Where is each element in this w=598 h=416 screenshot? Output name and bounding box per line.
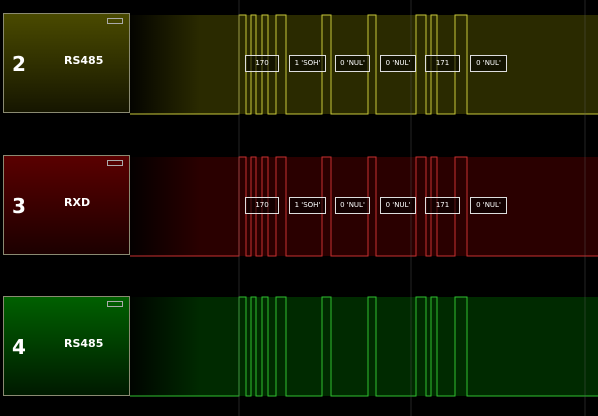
decoded-byte[interactable]: 0 'NUL': [470, 55, 507, 72]
decoded-byte[interactable]: 0 'NUL': [380, 55, 416, 72]
channel-name: RS485: [64, 337, 104, 350]
decoded-byte[interactable]: 0 'NUL': [335, 197, 370, 214]
decoded-byte[interactable]: 0 'NUL': [380, 197, 416, 214]
channel-name: RXD: [64, 196, 91, 209]
signal-fade: [130, 15, 200, 114]
channel-2-label[interactable]: 2 RS485: [3, 13, 130, 113]
decoded-byte[interactable]: 170: [245, 55, 279, 72]
channel-number: 3: [12, 194, 26, 218]
signal-trace: [130, 156, 598, 257]
decoded-byte[interactable]: 171: [425, 197, 460, 214]
channel-settings-icon[interactable]: [107, 301, 123, 307]
channel-number: 2: [12, 52, 26, 76]
channel-settings-icon[interactable]: [107, 160, 123, 166]
signal-trace: [130, 14, 598, 115]
decoded-byte[interactable]: 1 'SOH': [289, 55, 326, 72]
decoded-byte[interactable]: 1 'SOH': [289, 197, 326, 214]
decoded-byte[interactable]: 170: [245, 197, 279, 214]
decoded-byte[interactable]: 0 'NUL': [470, 197, 507, 214]
channel-4-label[interactable]: 4 RS485: [3, 296, 130, 396]
signal-trace: [130, 296, 598, 397]
channel-settings-icon[interactable]: [107, 18, 123, 24]
decoded-byte[interactable]: 0 'NUL': [335, 55, 370, 72]
channel-name: RS485: [64, 54, 104, 67]
decoded-byte[interactable]: 171: [425, 55, 460, 72]
signal-fade: [130, 157, 200, 256]
channel-3-label[interactable]: 3 RXD: [3, 155, 130, 255]
signal-band: [200, 297, 598, 396]
channel-number: 4: [12, 335, 26, 359]
signal-fade: [130, 297, 200, 396]
